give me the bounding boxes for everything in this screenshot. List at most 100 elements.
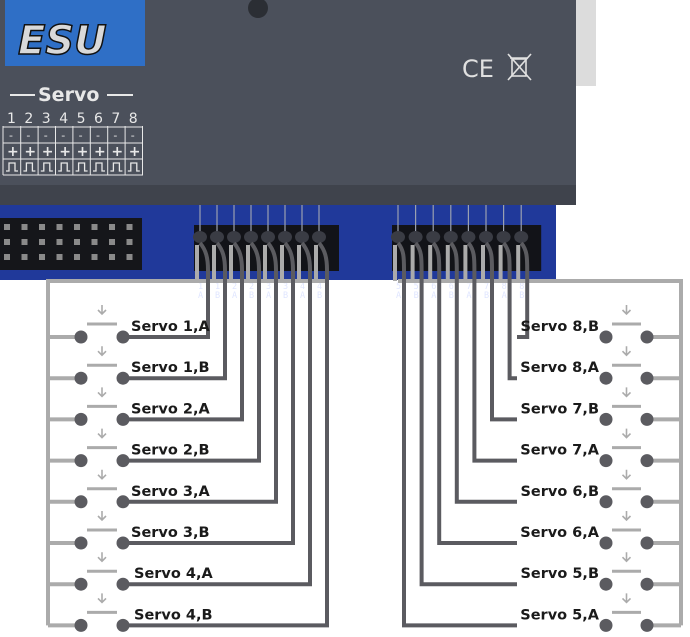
button-terminal <box>640 454 654 468</box>
pin-label-number: 6 <box>449 282 454 292</box>
pin <box>21 254 28 260</box>
left-pushbutton <box>74 305 130 344</box>
pin-label-letter: A <box>431 291 436 301</box>
servo-terminal-legend: 1-+2-+3-+4-+5-+6-+7-+8-+ <box>2 111 143 176</box>
button-label-right: Servo 5,B <box>520 566 599 582</box>
right-pushbutton <box>599 593 654 632</box>
button-terminal <box>74 577 88 591</box>
header-pin <box>210 231 224 243</box>
pin-label-letter: B <box>484 291 489 301</box>
press-arrow-icon <box>621 346 632 357</box>
button-terminal <box>599 577 613 591</box>
button-terminal <box>116 371 130 385</box>
pin-label-letter: B <box>283 291 288 301</box>
pin <box>56 224 63 230</box>
button-terminal <box>116 577 130 591</box>
button-terminal <box>599 618 613 632</box>
plus-label: + <box>94 144 106 160</box>
button-label-left: Servo 4,A <box>134 566 213 582</box>
left-common-wire <box>46 279 327 626</box>
pin <box>91 239 98 245</box>
button-terminal <box>599 495 613 509</box>
press-arrow-icon <box>97 552 107 563</box>
plus-label: + <box>24 144 36 160</box>
plus-label: + <box>129 144 141 160</box>
pin <box>56 254 63 260</box>
signal-wire-servo-2-a <box>124 241 244 422</box>
plus-label: + <box>111 144 123 160</box>
device-case-edge <box>0 185 576 205</box>
pulse-symbol <box>6 162 18 172</box>
signal-wire-servo-1-a <box>124 241 210 339</box>
button-terminal <box>116 536 130 550</box>
signal-wire-servo-5-b <box>414 241 517 587</box>
button-label-left: Servo 4,B <box>134 607 213 623</box>
left-pushbutton <box>74 552 130 591</box>
press-arrow-icon <box>621 552 632 563</box>
button-label-right: Servo 6,A <box>520 525 599 541</box>
press-arrow-icon <box>97 428 107 439</box>
minus-label: - <box>113 129 117 142</box>
pin <box>56 239 63 245</box>
pin-label-number: 6 <box>431 282 436 292</box>
minus-label: - <box>9 129 13 142</box>
pulse-symbol <box>23 162 36 172</box>
pin <box>126 224 133 230</box>
button-terminal <box>74 495 88 509</box>
pin <box>74 239 80 245</box>
pin-label-letter: B <box>215 291 220 301</box>
button-label-right: Servo 8,B <box>520 319 599 335</box>
press-arrow-icon <box>621 593 632 604</box>
plus-label: + <box>59 144 71 160</box>
pin-label-number: 3 <box>266 282 271 292</box>
pin-label-letter: A <box>300 291 305 301</box>
minus-label: - <box>131 129 135 142</box>
button-terminal <box>640 536 654 550</box>
pin-label-number: 7 <box>484 282 489 292</box>
button-terminal <box>599 454 613 468</box>
weee-bin-icon <box>507 53 532 81</box>
button-terminal <box>640 371 654 385</box>
minus-label: - <box>26 129 30 142</box>
button-label-right: Servo 6,B <box>520 484 599 500</box>
button-terminal <box>599 536 613 550</box>
pin-block-housing <box>0 218 142 270</box>
signal-wire-servo-8-a <box>502 241 517 381</box>
pin-label-number: 2 <box>232 282 237 292</box>
ce-mark: CE <box>462 55 494 83</box>
signal-wire-servo-3-a <box>124 241 278 504</box>
plus-label: + <box>7 144 19 160</box>
pin-label-number: 2 <box>249 282 254 292</box>
pin <box>39 239 45 245</box>
pin-label-number: 4 <box>300 282 305 292</box>
pin <box>91 224 98 230</box>
right-pushbutton <box>599 305 654 344</box>
pin <box>109 224 115 230</box>
header-pin <box>408 231 423 243</box>
signal-wire-servo-3-b <box>124 241 295 545</box>
minus-label: - <box>61 129 65 142</box>
channel-number: 5 <box>77 111 86 127</box>
button-terminal <box>74 454 88 468</box>
pin-label-number: 1 <box>198 282 203 292</box>
right-pushbutton <box>599 428 654 468</box>
press-arrow-icon <box>621 428 632 439</box>
press-arrow-icon <box>97 387 107 398</box>
left-pushbutton <box>74 593 130 632</box>
header-pin <box>443 231 458 243</box>
pin <box>4 239 10 245</box>
pulse-symbol <box>58 162 71 172</box>
channel-number: 8 <box>129 111 138 127</box>
button-terminal <box>640 618 654 632</box>
header-pin <box>426 231 441 243</box>
esu-logo: ESU <box>18 18 107 64</box>
plus-label: + <box>42 144 54 160</box>
pin-label-letter: A <box>198 291 203 301</box>
pin-label-letter: A <box>466 291 471 301</box>
channel-number: 3 <box>42 111 51 127</box>
press-arrow-icon <box>621 469 632 480</box>
signal-wire-servo-2-b <box>124 241 261 463</box>
signal-wire-servo-7-a <box>466 241 517 463</box>
channel-number: 4 <box>59 111 68 127</box>
